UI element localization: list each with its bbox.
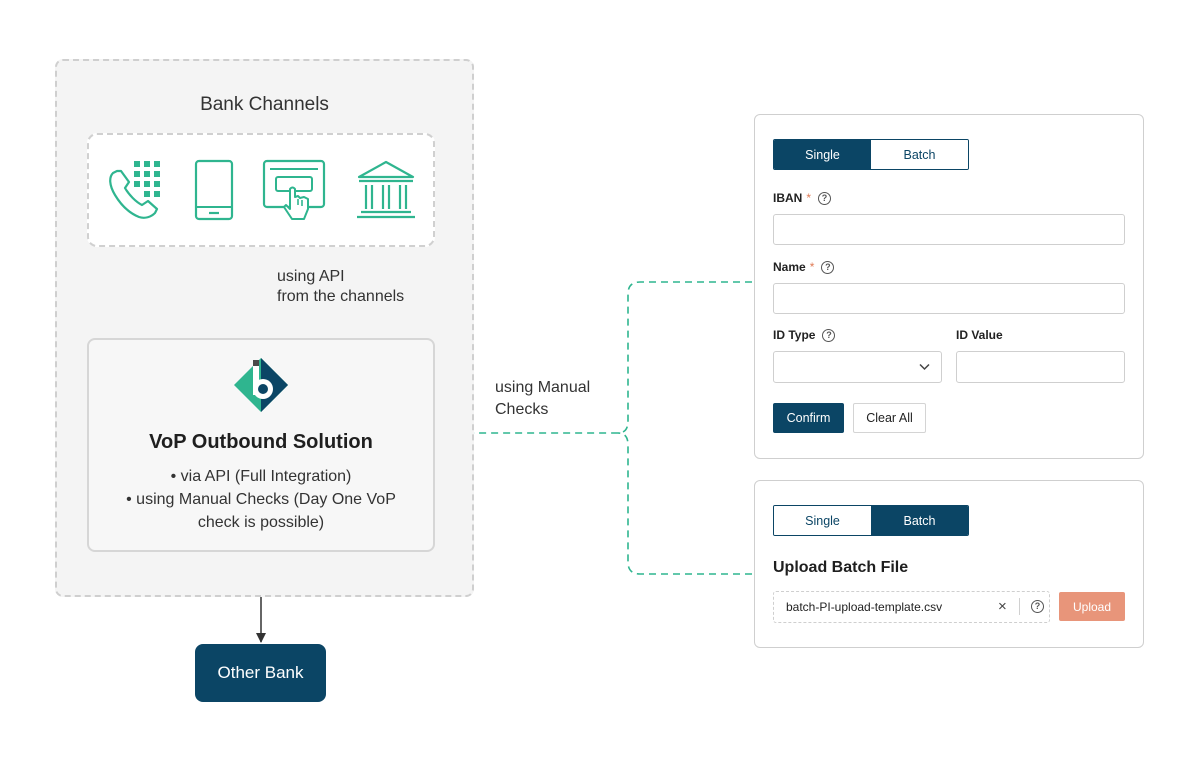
brand-logo-icon — [234, 358, 288, 412]
file-name: batch-PI-upload-template.csv — [786, 600, 943, 614]
help-icon[interactable]: ? — [822, 328, 836, 342]
clear-file-icon[interactable]: × — [998, 598, 1007, 615]
api-label-line2: from the channels — [277, 288, 405, 305]
vop-bullet-api: • via API (Full Integration) — [170, 468, 352, 485]
vop-bullets: • via API (Full Integration) • using Man… — [97, 465, 425, 534]
name-label: Name * ? — [773, 260, 835, 274]
web-click-icon — [262, 159, 326, 220]
api-label-line1: using API — [277, 268, 345, 285]
tab-single[interactable]: Single — [774, 140, 871, 169]
help-icon[interactable]: ? — [1031, 600, 1044, 613]
help-icon[interactable]: ? — [818, 191, 832, 205]
chevron-down-icon — [919, 363, 930, 371]
name-input[interactable] — [773, 283, 1125, 314]
id-value-input[interactable] — [956, 351, 1125, 383]
manual-label-line2: Checks — [495, 401, 549, 418]
upload-batch-title: Upload Batch File — [773, 559, 909, 576]
required-mark: * — [806, 191, 812, 205]
vop-title: VoP Outbound Solution — [149, 431, 373, 453]
id-type-label: ID Type ? — [773, 328, 836, 342]
mobile-icon — [194, 159, 234, 221]
file-divider — [1019, 598, 1020, 615]
file-field[interactable]: batch-PI-upload-template.csv — [773, 591, 1050, 623]
upload-button[interactable]: Upload — [1059, 592, 1125, 621]
id-value-label: ID Value — [956, 328, 1003, 342]
phone-keypad-icon — [109, 161, 160, 219]
vop-bullet-manual: • using Manual Checks (Day One VoP — [126, 491, 396, 508]
confirm-button[interactable]: Confirm — [773, 403, 844, 433]
api-label: using API from the channels — [277, 267, 404, 307]
tab-single[interactable]: Single — [774, 506, 871, 535]
tab-batch[interactable]: Batch — [871, 140, 968, 169]
id-type-select[interactable] — [773, 351, 942, 383]
batch-form-tabs: Single Batch — [773, 505, 969, 536]
bank-building-icon — [357, 160, 415, 219]
single-form-tabs: Single Batch — [773, 139, 969, 170]
other-bank-box: Other Bank — [195, 644, 326, 702]
manual-check-bracket — [439, 281, 752, 438]
required-mark: * — [809, 260, 815, 274]
manual-label-line1: using Manual — [495, 379, 591, 396]
clear-all-button[interactable]: Clear All — [853, 403, 926, 433]
tab-batch[interactable]: Batch — [871, 506, 968, 535]
manual-check-bracket-lower — [617, 432, 752, 575]
manual-checks-label: using Manual Checks — [495, 377, 590, 421]
vop-bullet-manual-cont: check is possible) — [197, 514, 325, 531]
bank-channels-title: Bank Channels — [200, 94, 329, 115]
channels-box — [87, 133, 435, 247]
help-icon[interactable]: ? — [821, 260, 835, 274]
iban-label: IBAN * ? — [773, 191, 832, 205]
iban-input[interactable] — [773, 214, 1125, 245]
